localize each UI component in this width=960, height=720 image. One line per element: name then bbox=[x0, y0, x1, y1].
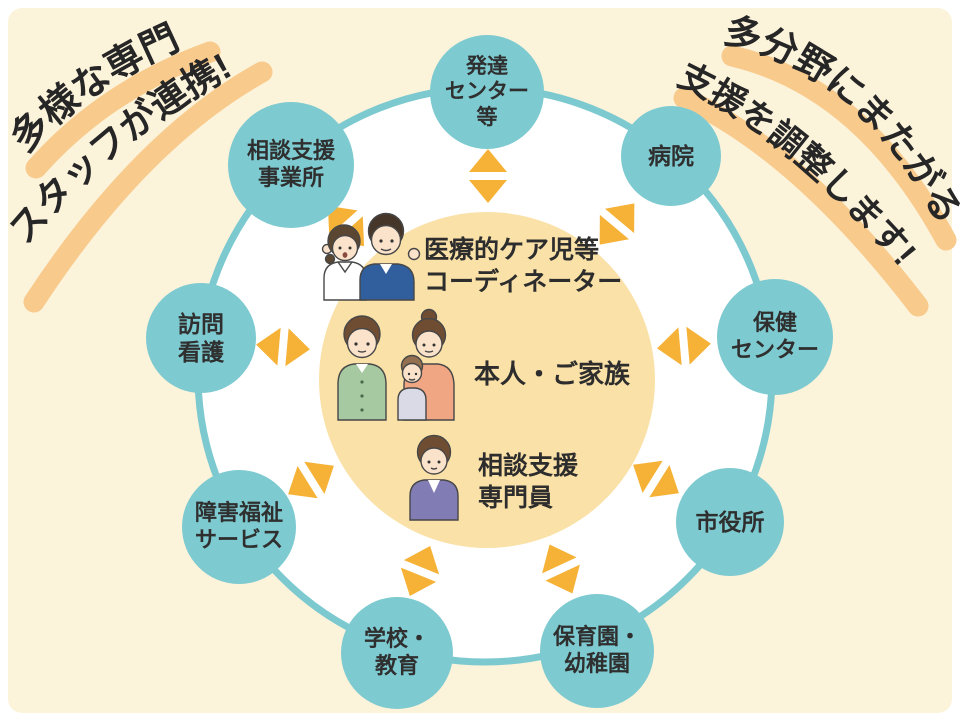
node-consultation-office: 相談支援 事業所 bbox=[228, 102, 354, 228]
medical-staff-illustration bbox=[321, 212, 421, 301]
node-disability-welfare: 障害福祉 サービス bbox=[182, 470, 296, 584]
family-illustration bbox=[337, 308, 455, 421]
coordinator-label: 医療的ケア児等 コーディネーター bbox=[424, 236, 623, 296]
swoosh-left-2 bbox=[23, 61, 273, 313]
node-health-center: 保健 センター bbox=[717, 279, 833, 395]
swoosh-right-2 bbox=[673, 87, 929, 317]
swoosh-left-1 bbox=[25, 41, 221, 179]
node-nursery-kindergarten: 保育園・ 幼稚園 bbox=[540, 594, 654, 708]
node-home-nursing: 訪問 看護 bbox=[146, 283, 256, 393]
specialist-illustration bbox=[409, 434, 459, 521]
node-school-education: 学校・ 教育 bbox=[341, 597, 453, 709]
person-family-label: 本人・ご家族 bbox=[474, 359, 631, 389]
node-development-center: 発達 センター 等 bbox=[430, 35, 544, 149]
node-city-hall: 市役所 bbox=[676, 468, 784, 576]
swoosh-right-1 bbox=[721, 45, 957, 251]
node-hospital: 病院 bbox=[621, 106, 721, 206]
banner-swooshes bbox=[23, 41, 957, 317]
specialist-label: 相談支援 専門員 bbox=[478, 452, 579, 512]
